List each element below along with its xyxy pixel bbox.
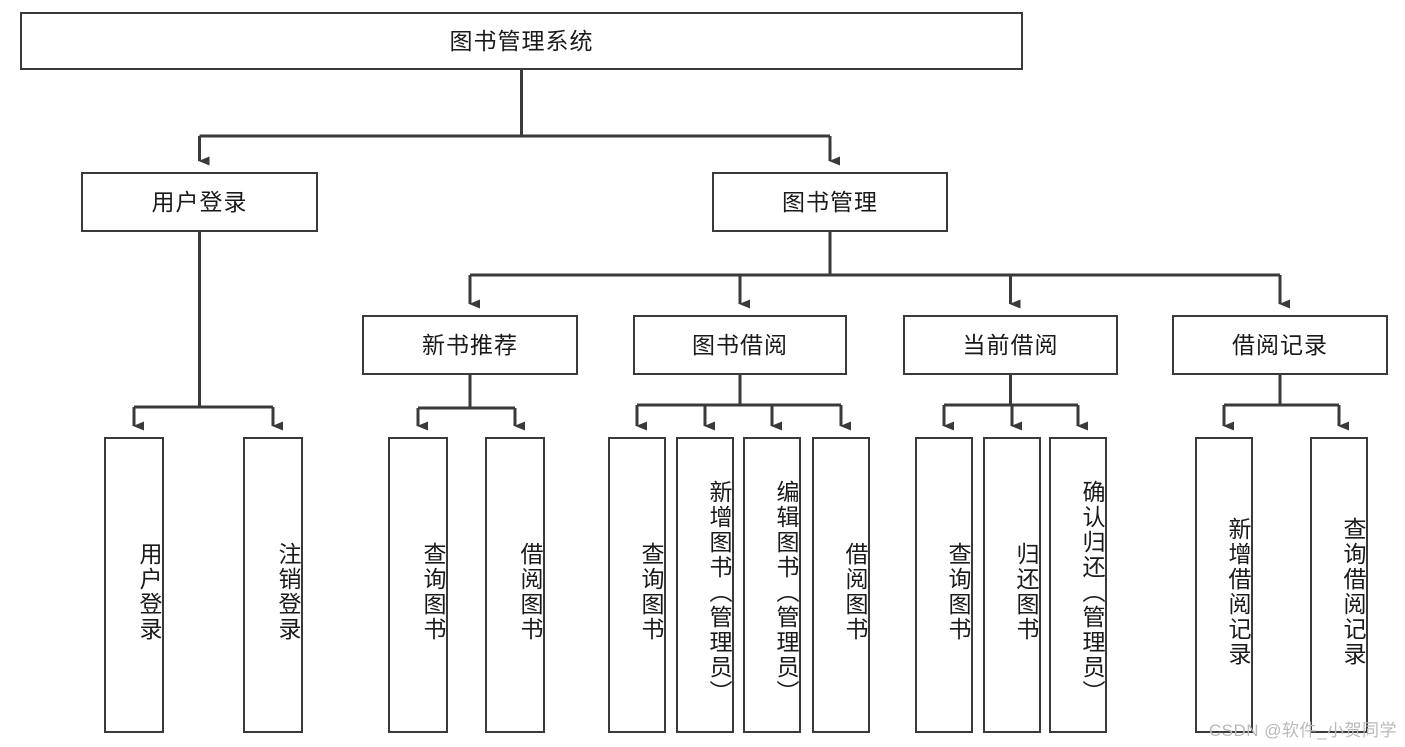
- node-leaf-query-book-1[interactable]: 查询图书: [388, 437, 448, 733]
- node-current-borrow-label: 当前借阅: [962, 331, 1059, 358]
- node-root[interactable]: 图书管理系统: [20, 12, 1023, 70]
- node-leaf-edit-book[interactable]: 编辑图书（管理员）: [743, 437, 801, 733]
- node-leaf-add-record[interactable]: 新增借阅记录: [1195, 437, 1253, 733]
- watermark: CSDN @软件_小贺同学: [1208, 721, 1397, 740]
- node-leaf-borrow-book-2-label: 借阅图书: [842, 542, 868, 642]
- node-root-label: 图书管理系统: [449, 27, 594, 54]
- node-new-book-recommend-label: 新书推荐: [422, 331, 518, 358]
- node-current-borrow[interactable]: 当前借阅: [903, 315, 1118, 375]
- node-book-borrow[interactable]: 图书借阅: [633, 315, 847, 375]
- node-borrow-record-label: 借阅记录: [1232, 331, 1328, 358]
- node-leaf-borrow-book-1[interactable]: 借阅图书: [485, 437, 545, 733]
- node-leaf-return-book-label: 归还图书: [1013, 542, 1039, 642]
- node-book-manage-label: 图书管理: [782, 188, 878, 215]
- node-leaf-user-login-label: 用户登录: [136, 542, 162, 642]
- node-book-manage[interactable]: 图书管理: [712, 172, 948, 232]
- node-leaf-add-record-label: 新增借阅记录: [1225, 517, 1251, 667]
- node-leaf-user-login[interactable]: 用户登录: [104, 437, 164, 733]
- node-user-login-label: 用户登录: [151, 188, 248, 215]
- node-leaf-query-book-3-label: 查询图书: [945, 542, 971, 642]
- node-leaf-return-book[interactable]: 归还图书: [983, 437, 1041, 733]
- node-leaf-add-book[interactable]: 新增图书（管理员）: [676, 437, 734, 733]
- node-leaf-logout-label: 注销登录: [275, 542, 301, 642]
- node-leaf-confirm-return[interactable]: 确认归还（管理员）: [1049, 437, 1107, 733]
- node-leaf-borrow-book-2[interactable]: 借阅图书: [812, 437, 870, 733]
- node-book-borrow-label: 图书借阅: [692, 331, 788, 358]
- node-borrow-record[interactable]: 借阅记录: [1172, 315, 1388, 375]
- node-leaf-edit-book-label: 编辑图书（管理员）: [773, 479, 799, 705]
- node-leaf-query-book-3[interactable]: 查询图书: [915, 437, 973, 733]
- node-leaf-query-record-label: 查询借阅记录: [1340, 517, 1366, 667]
- node-new-book-recommend[interactable]: 新书推荐: [362, 315, 578, 375]
- node-leaf-query-book-1-label: 查询图书: [420, 542, 446, 642]
- node-leaf-add-book-label: 新增图书（管理员）: [706, 479, 732, 705]
- node-leaf-logout[interactable]: 注销登录: [243, 437, 303, 733]
- node-leaf-borrow-book-1-label: 借阅图书: [517, 542, 543, 642]
- node-leaf-confirm-return-label: 确认归还（管理员）: [1079, 479, 1105, 705]
- node-user-login[interactable]: 用户登录: [81, 172, 318, 232]
- node-leaf-query-book-2[interactable]: 查询图书: [608, 437, 666, 733]
- node-leaf-query-record[interactable]: 查询借阅记录: [1310, 437, 1368, 733]
- node-leaf-query-book-2-label: 查询图书: [638, 542, 664, 642]
